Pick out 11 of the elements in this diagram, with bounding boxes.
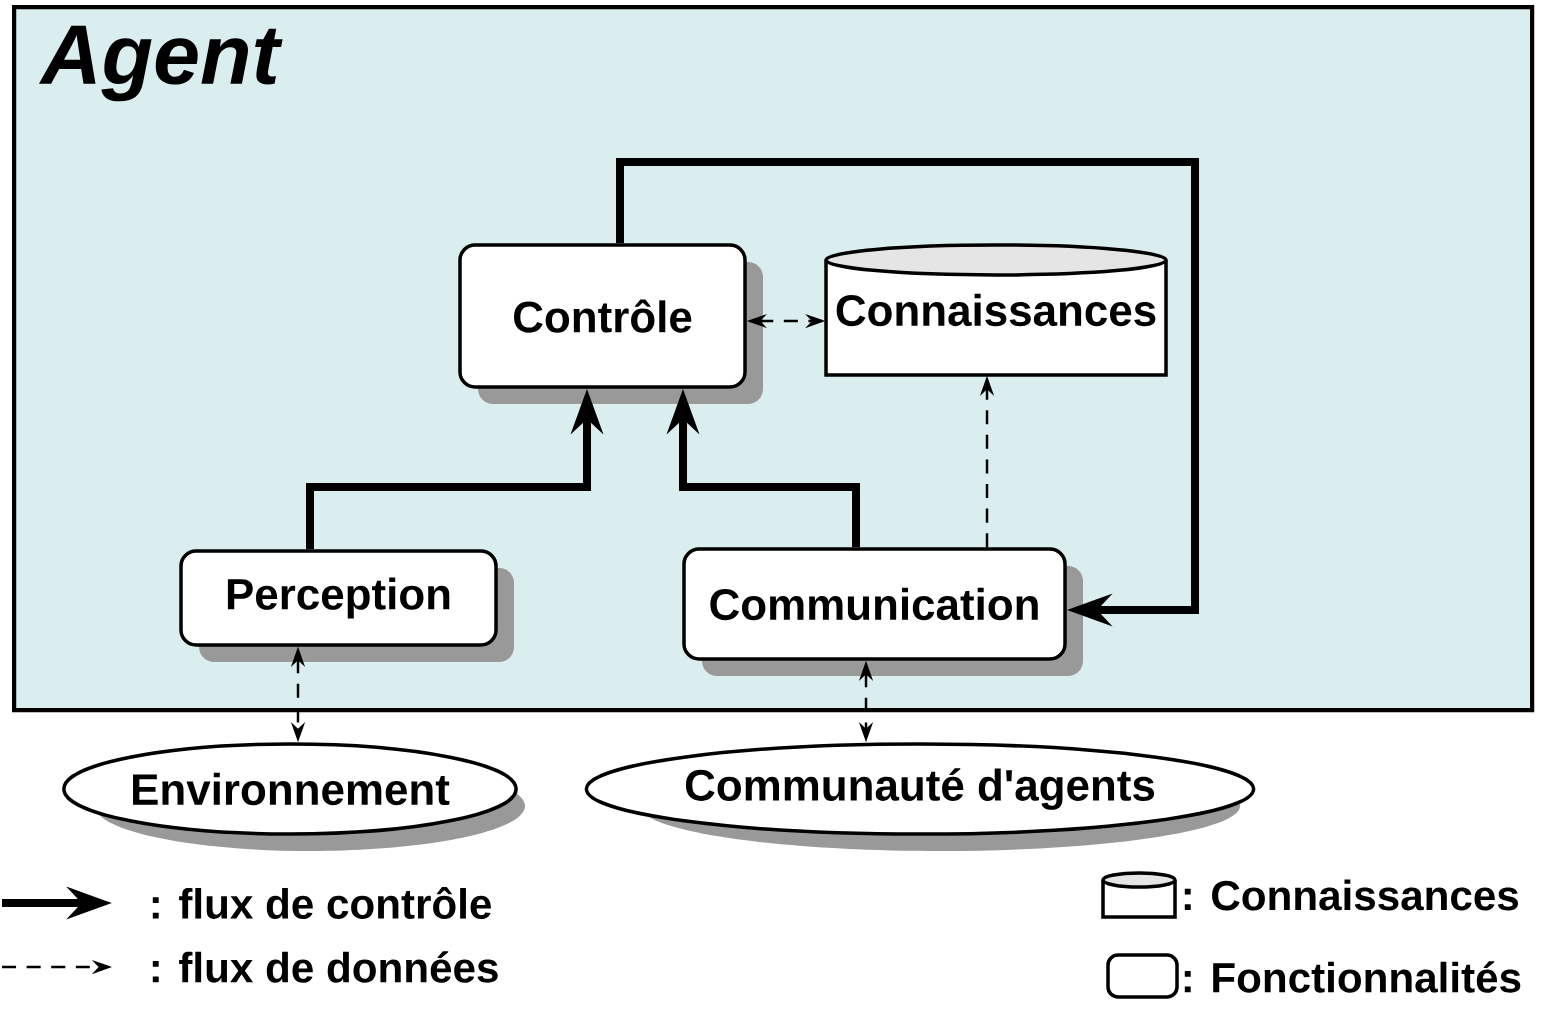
process-box: Perception [179, 549, 514, 662]
database-cylinder: Connaissances [824, 243, 1168, 377]
legend-label: : flux de contrôle [152, 887, 491, 919]
legend-label: : Connaissances [1184, 879, 1519, 911]
process-box: Communication [682, 547, 1083, 676]
legend-label: : Fonctionnalités [1184, 961, 1521, 993]
legend-label: : flux de données [152, 951, 498, 983]
process-box: Contrôle [458, 243, 763, 404]
ellipse-node: Communauté d'agents [584, 742, 1256, 851]
arrow [616, 158, 1199, 627]
ellipse-node: Environnement [62, 742, 525, 851]
